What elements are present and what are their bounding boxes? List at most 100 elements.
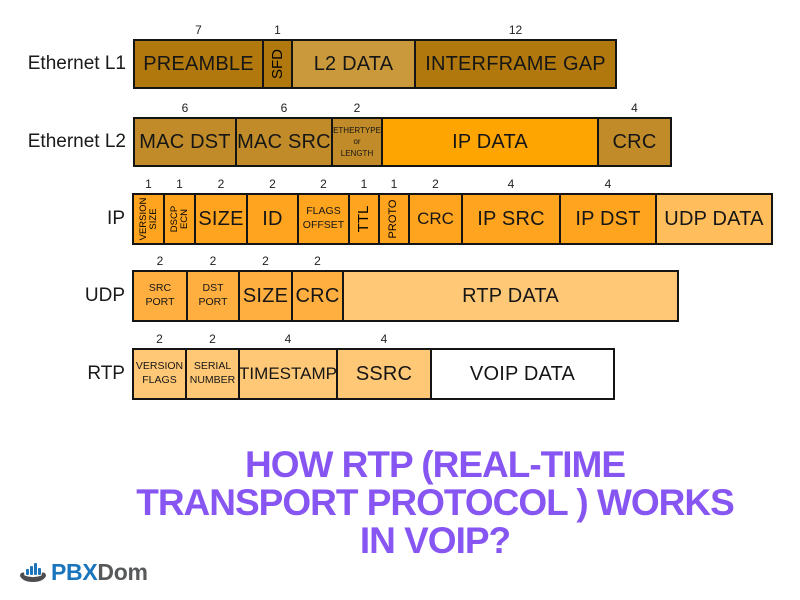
byte-count: 2	[156, 254, 164, 268]
field-label: DSCP ECN	[168, 205, 190, 233]
byte-count: 4	[631, 101, 638, 115]
byte-count: 1	[176, 177, 183, 191]
byte-count: 2	[320, 177, 327, 191]
field-label: IP DATA	[452, 130, 528, 153]
row-label: RTP	[87, 363, 125, 384]
title-line-2: TRANSPORT PROTOCOL ) WORKS	[136, 482, 735, 523]
field-label: CRC	[612, 130, 657, 153]
field-label: VERSION SIZE	[137, 197, 159, 241]
field-label: IP SRC	[477, 207, 545, 230]
field-label: MAC DST	[139, 130, 231, 153]
byte-count: 4	[284, 332, 292, 346]
handset	[20, 572, 46, 582]
field-label: SFD	[268, 49, 286, 79]
field-label: PREAMBLE	[143, 52, 254, 75]
byte-count: 12	[508, 23, 523, 37]
byte-count: 1	[145, 177, 152, 191]
field-voip-data: VOIP DATA	[430, 348, 615, 400]
field-label: VOIP DATA	[469, 362, 576, 385]
field-ip-src: 4 IP SRC	[461, 177, 561, 245]
byte-count: 2	[432, 177, 439, 191]
byte-count: 2	[209, 254, 217, 268]
row-label: UDP	[84, 285, 125, 306]
field-udp-data: UDP DATA	[655, 193, 773, 245]
field-label: IP DST	[575, 207, 641, 230]
logo-text-secondary: Dom	[97, 558, 148, 585]
page-title: HOW RTP (REAL-TIME TRANSPORT PROTOCOL ) …	[70, 446, 800, 560]
title-line-1: HOW RTP (REAL-TIME	[244, 444, 626, 485]
field-ip-data: IP DATA	[381, 117, 599, 167]
field-label: SIZE	[242, 284, 289, 307]
field-l2-data: L2 DATA	[291, 39, 416, 89]
field-label: INTERFRAME GAP	[425, 52, 606, 75]
field-label: FLAGS OFFSET	[302, 205, 345, 231]
phone-handset-signal-bars-icon	[16, 556, 51, 588]
field-rtp-data: RTP DATA	[342, 270, 679, 322]
signal-bars	[26, 563, 41, 575]
field-label: MAC SRC	[237, 130, 331, 153]
byte-count: 2	[217, 177, 225, 191]
byte-count: 1	[390, 177, 398, 191]
byte-count: 1	[274, 23, 281, 37]
field-ip-dst: 4 IP DST	[559, 177, 657, 245]
field-label: SERIAL NUMBER	[189, 360, 236, 386]
byte-count: 2	[353, 101, 361, 115]
field-label: UDP DATA	[664, 207, 764, 230]
field-label: ETHERTYPE or LENGTH	[333, 126, 381, 158]
row-label: Ethernet L1	[27, 53, 126, 74]
field-label: RTP DATA	[462, 284, 559, 307]
title-line-3: IN VOIP?	[359, 520, 511, 561]
field-label: ID	[262, 207, 283, 230]
field-label: CRC	[417, 209, 454, 228]
field-label: TTL	[355, 205, 373, 233]
byte-count: 4	[604, 177, 612, 191]
byte-count: 4	[507, 177, 515, 191]
byte-count: 2	[314, 254, 321, 268]
byte-count: 7	[195, 23, 202, 37]
field-label: SIZE	[198, 207, 244, 230]
field-label: SSRC	[355, 362, 413, 385]
row-label: Ethernet L2	[27, 131, 126, 152]
field-label: CRC	[295, 284, 340, 307]
byte-count: 2	[262, 254, 269, 268]
byte-count: 6	[181, 101, 189, 115]
row-label: IP	[107, 208, 125, 229]
byte-count: 2	[156, 332, 163, 346]
logo-text-primary: PBX	[51, 558, 98, 585]
byte-count: 6	[280, 101, 288, 115]
byte-count: 2	[209, 332, 216, 346]
